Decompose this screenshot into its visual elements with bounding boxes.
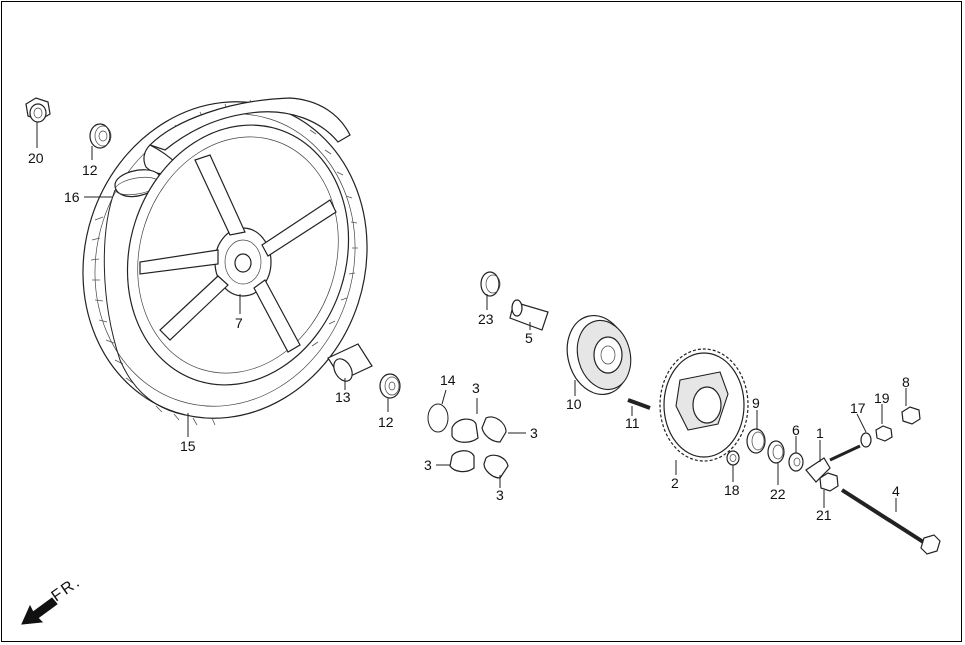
- leader-lines: [36, 122, 907, 512]
- label-12-top: 12: [82, 162, 98, 178]
- damper-rubbers: [449, 416, 509, 479]
- label-23: 23: [478, 311, 494, 327]
- stud-bolt-11: [627, 398, 651, 410]
- washer-6: [788, 452, 804, 472]
- label-19: 19: [874, 390, 890, 406]
- label-3-right: 3: [530, 425, 538, 441]
- nut-20: [25, 97, 51, 123]
- label-16: 16: [64, 189, 80, 205]
- collar-13: [327, 343, 373, 382]
- rim-wheel: [126, 124, 350, 386]
- label-3-bottom: 3: [496, 487, 504, 503]
- label-9: 9: [752, 395, 760, 411]
- nut-19: [875, 425, 893, 442]
- label-12-bottom: 12: [378, 414, 394, 430]
- label-3-top: 3: [472, 380, 480, 396]
- label-17: 17: [850, 400, 866, 416]
- bearing-12-top: [89, 123, 112, 149]
- collar-5: [509, 299, 549, 331]
- label-7: 7: [235, 315, 243, 331]
- label-4: 4: [892, 483, 900, 499]
- label-21: 21: [816, 507, 832, 523]
- label-20: 20: [28, 150, 44, 166]
- label-18: 18: [724, 482, 740, 498]
- label-10: 10: [566, 396, 582, 412]
- label-6: 6: [792, 422, 800, 438]
- label-2: 2: [671, 475, 679, 491]
- bearing-23: [480, 271, 501, 297]
- arrow-front-icon: [21, 597, 58, 625]
- bearing-9: [746, 428, 766, 454]
- o-ring-14: [427, 403, 449, 433]
- washer-17: [860, 432, 872, 448]
- label-3-left: 3: [424, 457, 432, 473]
- nut-18: [726, 450, 740, 466]
- bearing-12-bottom: [379, 373, 401, 399]
- front-direction-indicator: FR.: [21, 573, 85, 625]
- label-15: 15: [180, 438, 196, 454]
- part-labels: 20 12 16 7 15 13 12 14 3 3 3 3 23 5 10 1…: [28, 150, 910, 523]
- label-5: 5: [525, 330, 533, 346]
- label-13: 13: [335, 389, 351, 405]
- nut-8: [901, 406, 921, 425]
- label-8: 8: [902, 374, 910, 390]
- seal-22: [767, 440, 785, 464]
- sprocket-2: [659, 348, 749, 462]
- label-11: 11: [625, 415, 640, 431]
- label-14: 14: [440, 372, 456, 388]
- adjuster-1: [805, 444, 861, 483]
- sprocket-flange-10: [566, 314, 632, 396]
- label-1: 1: [816, 425, 824, 441]
- axle-4: [840, 488, 941, 555]
- nut-21: [819, 472, 839, 492]
- label-22: 22: [770, 486, 786, 502]
- front-label: FR.: [49, 573, 85, 605]
